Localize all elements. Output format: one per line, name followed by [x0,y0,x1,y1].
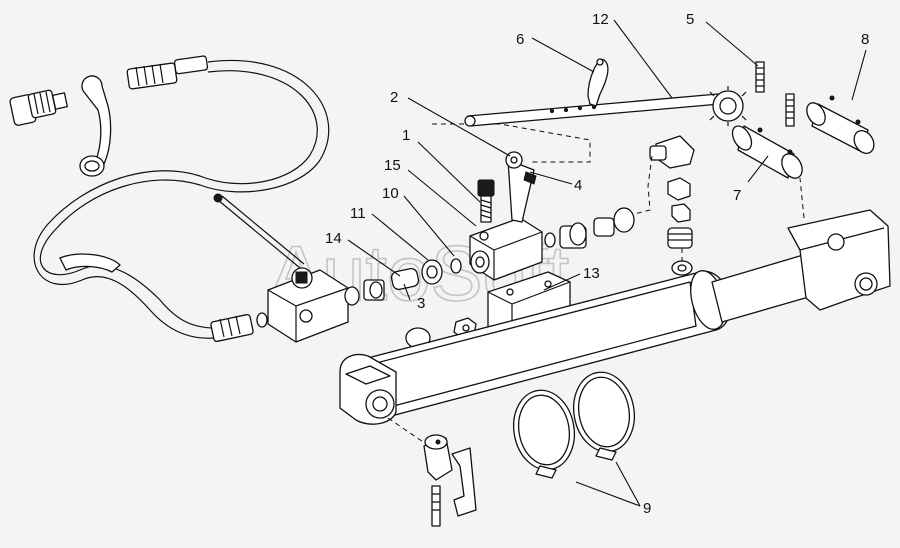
callout-label-3: 3 [417,295,425,312]
fittings-chain-left [344,258,462,306]
callout-15: 15 [384,157,477,227]
callout-label-15: 15 [384,157,401,174]
callout-label-11: 11 [350,205,366,222]
clevis-pin-7 [731,125,803,179]
callout-14: 14 [325,230,401,277]
callout-9: 9 [575,461,651,517]
callout-label-8: 8 [861,31,869,48]
callout-7: 7 [733,155,769,204]
clevis-pin-8 [806,95,875,154]
callout-label-9: 9 [643,500,651,517]
callout-label-6: 6 [516,31,524,48]
callout-10: 10 [382,185,455,257]
callout-8: 8 [851,31,869,101]
hydraulic-hose [9,55,330,339]
cotter-pin [587,58,609,107]
callout-11: 11 [350,205,429,261]
spring-pins [755,61,795,127]
callout-label-10: 10 [382,185,399,202]
callout-label-4: 4 [574,177,582,194]
callout-2: 2 [390,89,511,157]
callout-3: 3 [403,283,425,312]
hydraulic-cylinder [339,177,891,449]
callout-12: 12 [592,11,673,99]
callout-1: 1 [402,127,481,203]
cylinder-pin-lower [423,434,477,527]
callout-13: 13 [543,265,600,291]
callout-label-12: 12 [592,11,609,28]
callout-label-5: 5 [686,11,694,28]
control-valve-block [469,151,635,281]
callout-5: 5 [686,11,759,67]
callout-4: 4 [529,171,582,194]
hose-clamps [513,371,635,479]
callout-label-1: 1 [402,127,410,144]
callout-label-14: 14 [325,230,342,247]
callout-label-2: 2 [390,89,398,106]
callout-label-13: 13 [583,265,600,282]
control-rod [432,86,747,163]
callout-label-7: 7 [733,187,741,204]
callout-6: 6 [516,31,595,73]
shutoff-valve-left [210,193,349,343]
angle-fitting-set [633,135,695,276]
